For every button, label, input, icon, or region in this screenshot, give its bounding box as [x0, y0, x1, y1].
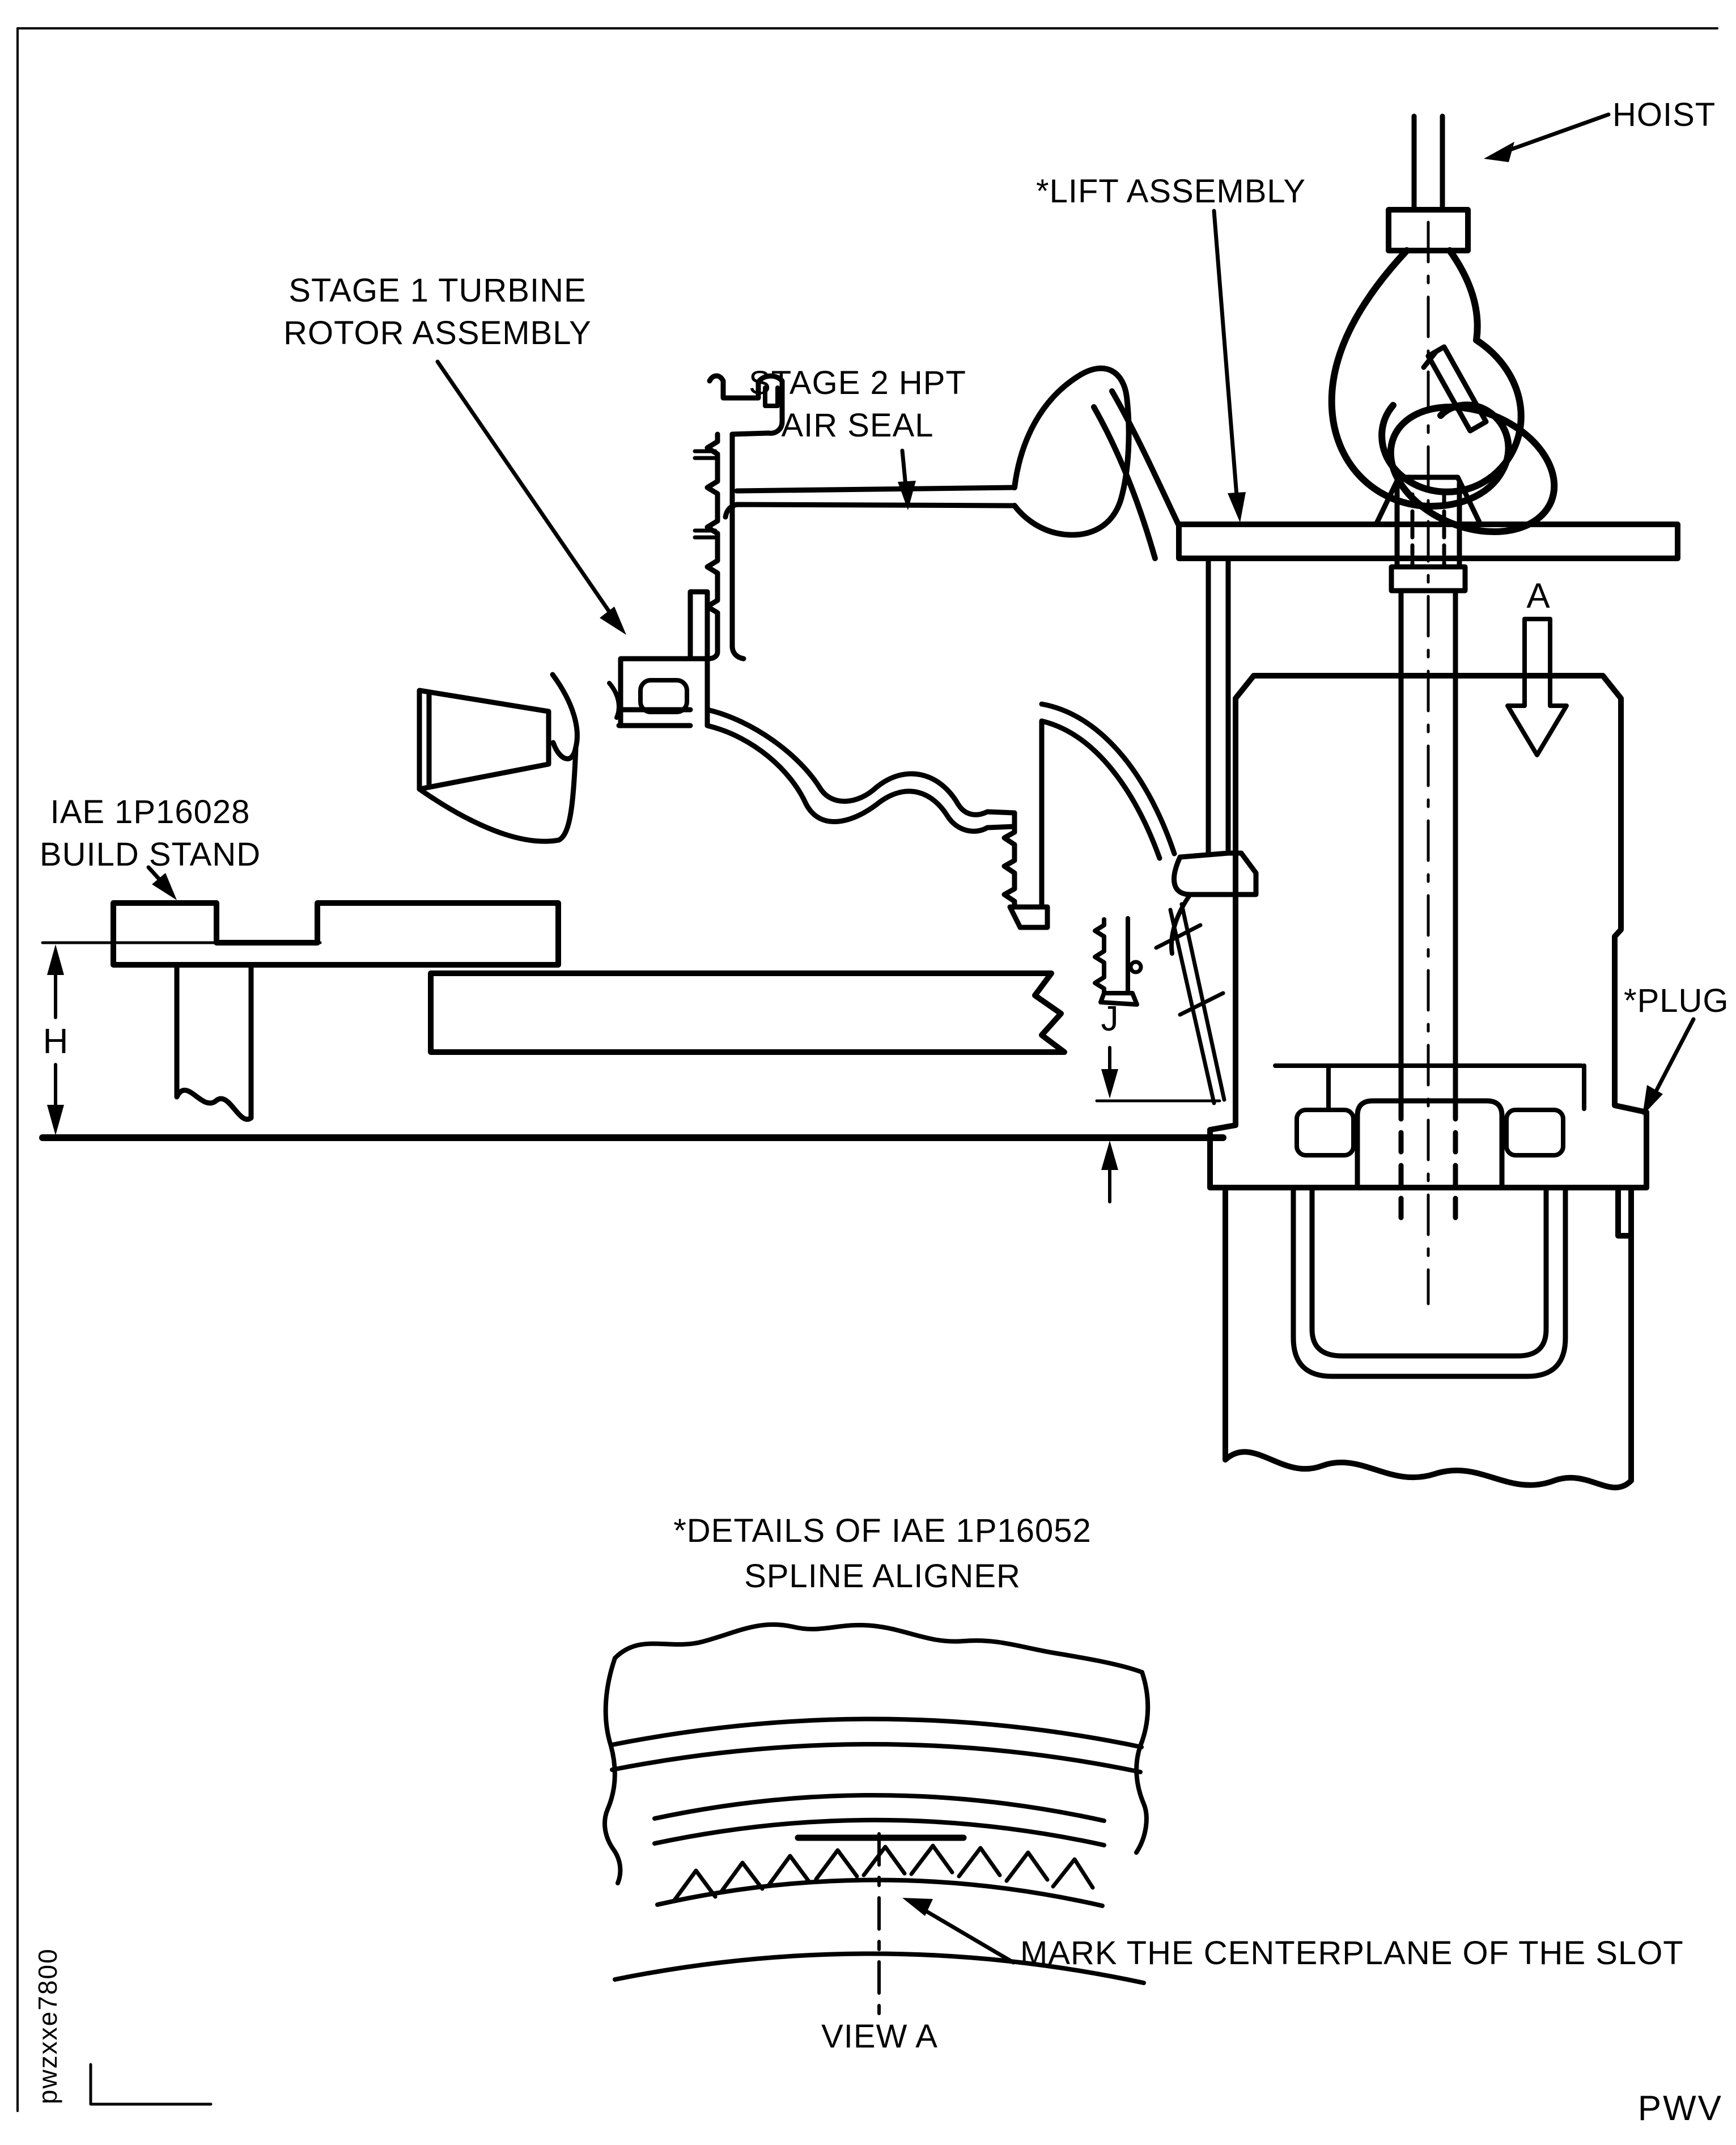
lift-assembly-plate: [1176, 522, 1680, 561]
details-label-line1: *DETAILS OF IAE 1P16052: [673, 1512, 1092, 1549]
lift-assembly-label: *LIFT ASSEMBLY: [1036, 173, 1306, 210]
figure-code-bracket: [89, 2063, 213, 2106]
details-label-line2: SPLINE ALIGNER: [744, 1558, 1021, 1595]
stage1-label-line2: ROTOR ASSEMBLY: [283, 315, 592, 351]
stage2-label-line1: STAGE 2 HPT: [749, 364, 966, 401]
plug-label: *PLUG: [1624, 982, 1729, 1019]
stage1-rotor-assembly: [417, 589, 1177, 930]
dimension-h-label: H: [43, 1022, 69, 1061]
view-a-title: VIEW A: [821, 2018, 938, 2055]
view-a-block-arrow-icon: [1505, 617, 1569, 757]
dimension-j: [1095, 1046, 1221, 1203]
leader-lines: [146, 112, 1696, 1965]
stage2-air-seal: [723, 365, 1182, 561]
turbine-blade: [417, 688, 551, 792]
shaft-fixture: [1223, 1185, 1634, 1490]
hook-safety-latch: [1421, 344, 1489, 434]
page-border: [16, 27, 1718, 2112]
stage1-label-line1: STAGE 1 TURBINE: [288, 272, 586, 309]
view-a-arrow-label: A: [1526, 576, 1550, 616]
hoist-hook-and-link: [1328, 247, 1558, 536]
build-stand: [111, 900, 1067, 1122]
build-stand-label-line2: BUILD STAND: [40, 836, 261, 873]
stage2-seal-arm: [693, 373, 785, 662]
build-stand-label-line1: IAE 1P16028: [50, 794, 251, 830]
mark-slot-label: MARK THE CENTERPLANE OF THE SLOT: [1020, 1935, 1684, 1972]
bearing-housing-and-strut: [1093, 556, 1259, 1105]
view-a-detail: [602, 1622, 1151, 2020]
dimension-h: [39, 941, 1226, 1141]
spline-aligner-plug: [1207, 673, 1649, 1190]
stage2-label-line2: AIR SEAL: [781, 407, 933, 444]
figure-code: pwzxxe7800: [33, 1948, 62, 2104]
hoist-label: HOIST: [1612, 96, 1716, 133]
dimension-j-label: J: [1101, 999, 1119, 1038]
publisher-code: PWV: [1638, 2089, 1723, 2128]
lift-link-ring: [1387, 403, 1558, 536]
lift-eye-and-stud: [1373, 221, 1483, 1305]
